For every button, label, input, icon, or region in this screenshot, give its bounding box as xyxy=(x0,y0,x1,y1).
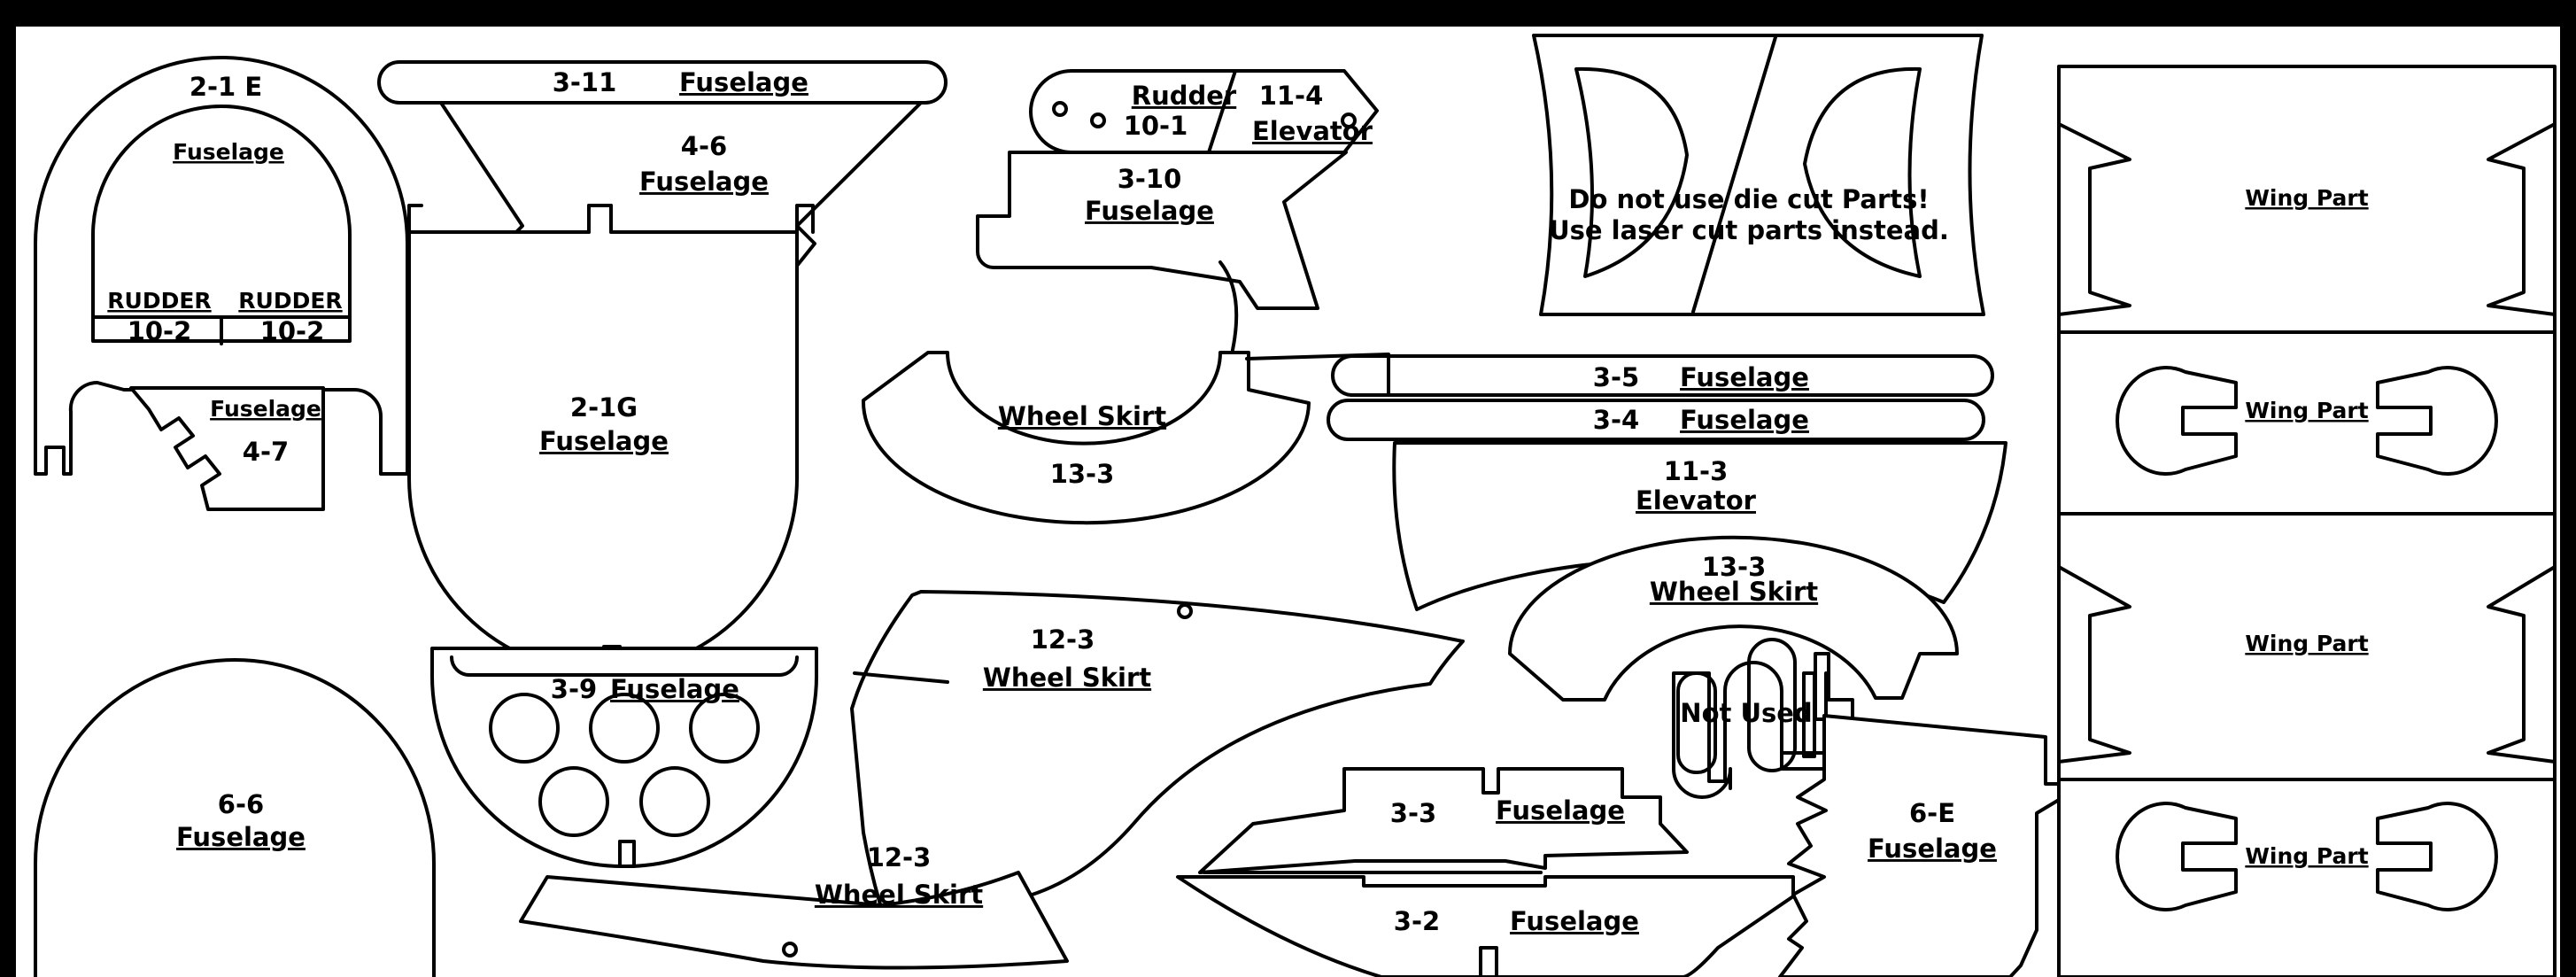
wing-parts-column: Wing Part Wing Part Wing Part Wing Part xyxy=(2057,65,2557,977)
part-3-3: 3-3 Fuselage xyxy=(1198,767,1689,874)
label-wing-part-2: Wing Part xyxy=(2245,398,2368,423)
part-wheel-skirt-13-3-right: 13-3 Wheel Skirt xyxy=(1508,535,1959,702)
label-4-7-code: 4-7 xyxy=(243,437,289,467)
sheet-frame-left xyxy=(0,0,16,977)
label-3-2-code: 3-2 xyxy=(1394,906,1440,936)
label-6-6-code: 6-6 xyxy=(218,789,264,819)
label-elevator: Elevator xyxy=(1252,116,1373,146)
label-rudder-a: RUDDER xyxy=(107,288,211,314)
label-12-3-bottom-code: 12-3 xyxy=(867,842,932,872)
label-wing-part-1: Wing Part xyxy=(2245,185,2368,211)
part-4-7: Fuselage 4-7 xyxy=(129,386,325,511)
label-3-10-name: Fuselage xyxy=(1085,196,1214,226)
part-6-6: 6-6 Fuselage xyxy=(34,658,436,977)
label-12-3-bottom-name: Wheel Skirt xyxy=(815,880,983,910)
part-3-2: 3-2 Fuselage xyxy=(1176,875,1795,977)
label-2-1e-name: Fuselage xyxy=(173,139,284,165)
label-2-1g-name: Fuselage xyxy=(539,426,669,456)
label-rudder-b: RUDDER xyxy=(238,288,342,314)
label-3-11-code: 3-11 xyxy=(553,67,617,97)
label-10-2-a: 10-2 xyxy=(128,316,192,346)
label-3-11-name: Fuselage xyxy=(679,67,808,97)
label-4-7-name: Fuselage xyxy=(210,396,321,422)
part-wheel-skirt-12-3-top: 12-3 Wheel Skirt xyxy=(850,590,1465,923)
label-10-1: 10-1 xyxy=(1124,111,1188,141)
label-11-3-code: 11-3 xyxy=(1664,456,1729,486)
part-3-4: 3-4 Fuselage xyxy=(1327,399,1985,441)
part-3-9: 3-9 Fuselage xyxy=(429,647,819,869)
part-wheel-skirt-12-3-bottom: 12-3 Wheel Skirt xyxy=(519,842,1069,970)
part-wheel-skirt-13-3-left: Wheel Skirt 13-3 xyxy=(861,351,1390,525)
label-4-6-code: 4-6 xyxy=(681,131,727,161)
label-wing-part-3: Wing Part xyxy=(2245,631,2368,656)
label-6-e-code: 6-E xyxy=(1909,798,1955,828)
label-13-3-left-name: Wheel Skirt xyxy=(998,401,1166,431)
label-11-3-name: Elevator xyxy=(1636,485,1757,516)
label-3-3-code: 3-3 xyxy=(1390,798,1436,828)
part-2-1g: 2-1G Fuselage xyxy=(407,204,815,674)
label-3-3-name: Fuselage xyxy=(1496,795,1625,826)
notice-line-1: Do not use die cut Parts! xyxy=(1568,184,1929,214)
part-not-used: Not Used xyxy=(1672,638,1854,799)
part-rudder-elevator: Rudder 10-1 11-4 Elevator xyxy=(1029,69,1379,154)
label-12-3-top-code: 12-3 xyxy=(1031,624,1095,655)
label-11-4: 11-4 xyxy=(1259,81,1324,111)
label-3-4-name: Fuselage xyxy=(1680,405,1809,435)
label-3-9-code: 3-9 xyxy=(551,674,597,704)
part-3-11: 3-11 Fuselage xyxy=(377,60,948,105)
notice-line-2: Use laser cut parts instead. xyxy=(1549,215,1949,245)
label-3-4-code: 3-4 xyxy=(1593,405,1639,435)
sheet-frame-right xyxy=(2560,0,2576,977)
label-13-3-right-code: 13-3 xyxy=(1702,552,1767,582)
label-6-e-name: Fuselage xyxy=(1868,834,1997,864)
label-13-3-right-name: Wheel Skirt xyxy=(1650,577,1818,607)
label-10-2-b: 10-2 xyxy=(260,316,325,346)
label-3-5-name: Fuselage xyxy=(1680,362,1809,392)
part-notice-panel: Do not use die cut Parts! Use laser cut … xyxy=(1532,34,1985,316)
label-3-9-name: Fuselage xyxy=(610,674,739,704)
label-2-1g-code: 2-1G xyxy=(570,392,638,423)
label-not-used: Not Used xyxy=(1680,698,1812,728)
sheet-frame-top xyxy=(0,0,2576,27)
label-rudder: Rudder xyxy=(1132,81,1237,111)
label-3-10-code: 3-10 xyxy=(1118,164,1182,194)
label-13-3-left-code: 13-3 xyxy=(1050,459,1115,489)
part-3-5: 3-5 Fuselage xyxy=(1331,354,1994,397)
label-4-6-name: Fuselage xyxy=(639,167,769,197)
part-2-1e: 2-1 E Fuselage RUDDER RUDDER 10-2 10-2 xyxy=(34,56,409,476)
part-3-10: 3-10 Fuselage xyxy=(976,151,1348,352)
part-6-e: 6-E Fuselage xyxy=(1778,714,2065,977)
label-3-2-name: Fuselage xyxy=(1510,906,1639,936)
label-3-5-code: 3-5 xyxy=(1593,362,1639,392)
label-wing-part-4: Wing Part xyxy=(2245,843,2368,869)
label-2-1e-code: 2-1 E xyxy=(190,72,262,102)
label-12-3-top-name: Wheel Skirt xyxy=(983,663,1151,693)
label-6-6-name: Fuselage xyxy=(176,822,306,852)
